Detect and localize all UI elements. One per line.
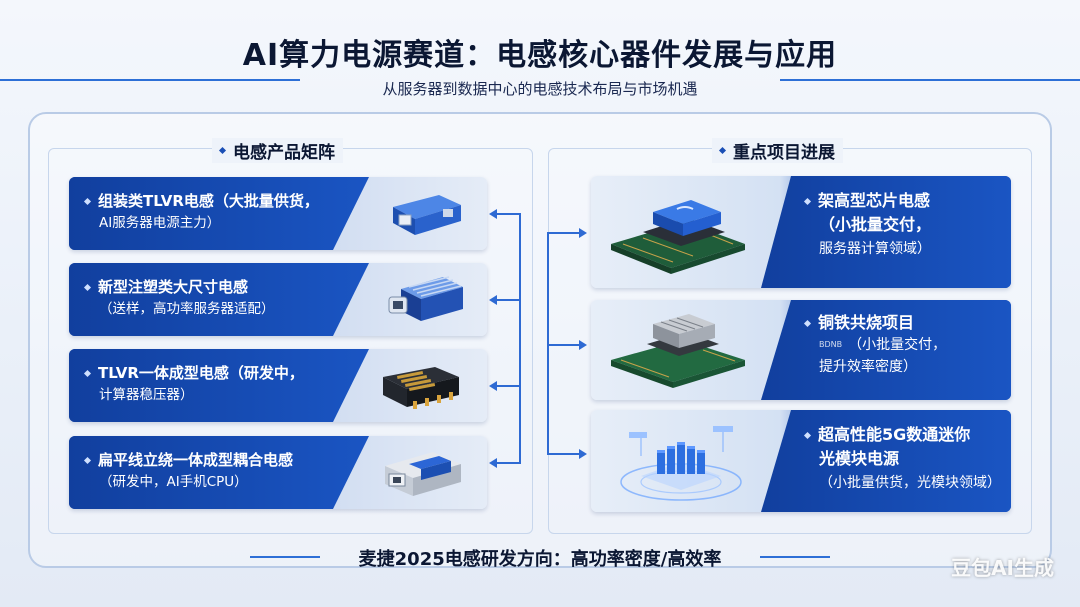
product-card-title: TLVR一体成型电感（研发中，	[98, 364, 304, 382]
product-card-2: 新型注塑类大尺寸电感 （送样，高功率服务器适配）	[69, 263, 487, 336]
connector-right-h3	[547, 453, 579, 455]
project-card-desc: 服务器计算领域）	[819, 241, 931, 257]
footer-divider-left	[250, 556, 320, 558]
project-card-title: 超高性能5G数通迷你	[818, 425, 971, 444]
molded-inductor-icon	[373, 361, 465, 411]
arrow-left-icon	[489, 209, 497, 219]
coupled-inductor-icon	[375, 444, 467, 500]
bullet-icon	[803, 197, 812, 205]
product-card-4: 扁平线立绕一体成型耦合电感 （研发中，AI手机CPU）	[69, 436, 487, 509]
connector-left-h4	[497, 462, 521, 464]
product-card-desc: （研发中，AI手机CPU）	[99, 474, 248, 490]
product-card-desc: 计算器稳压器）	[99, 387, 194, 403]
connector-left-vertical	[519, 213, 521, 463]
connector-right-h2	[547, 344, 579, 346]
project-card-title-2: 光模块电源	[819, 449, 900, 468]
product-card-title: 组装类TLVR电感（大批量供货，	[98, 192, 319, 210]
page-title: AI算力电源赛道：电感核心器件发展与应用	[242, 38, 838, 73]
diamond-icon	[218, 146, 227, 155]
arrow-left-icon	[489, 295, 497, 305]
product-card-title: 扁平线立绕一体成型耦合电感	[98, 451, 294, 469]
footer-summary: 麦捷2025电感研发方向：高功率密度/高效率	[358, 549, 722, 570]
project-card-garbled-label: BDNB	[819, 340, 843, 349]
project-card-title: 架高型芯片电感	[818, 191, 931, 210]
inductor-module-icon	[387, 187, 467, 239]
connector-right-h1	[547, 232, 579, 234]
connector-left-h2	[497, 299, 521, 301]
connector-left-h1	[497, 213, 521, 215]
left-section-title-text: 电感产品矩阵	[233, 143, 335, 163]
chip-inductor-icon	[603, 182, 753, 282]
left-section-title: 电感产品矩阵	[212, 138, 343, 163]
project-card-status: （小批量交付，	[848, 337, 947, 353]
project-card-desc: （小批量供货，光模块领域）	[819, 475, 1001, 491]
header-divider-right	[780, 79, 1080, 81]
header-divider-left	[0, 79, 300, 81]
bullet-icon	[83, 456, 92, 464]
footer-divider-right	[760, 556, 830, 558]
project-card-1: 架高型芯片电感 （小批量交付， 服务器计算领域）	[591, 176, 1011, 288]
project-card-status: （小批量交付，	[819, 215, 932, 234]
product-card-title: 新型注塑类大尺寸电感	[98, 278, 249, 296]
bullet-icon	[83, 369, 92, 377]
cofired-chip-icon	[603, 304, 753, 396]
project-card-desc: 提升效率密度）	[819, 359, 917, 375]
heatsink-inductor-icon	[387, 271, 467, 327]
page-subtitle: 从服务器到数据中心的电感技术布局与市场机遇	[382, 80, 698, 98]
bullet-icon	[803, 431, 812, 439]
bullet-icon	[83, 197, 92, 205]
watermark: 豆包AI生成	[951, 556, 1054, 580]
project-card-2: 铜铁共烧项目 BDNB （小批量交付， 提升效率密度）	[591, 300, 1011, 400]
product-card-3: TLVR一体成型电感（研发中， 计算器稳压器）	[69, 349, 487, 422]
product-card-desc: （送样，高功率服务器适配）	[99, 301, 275, 317]
project-card-title: 铜铁共烧项目	[818, 313, 915, 332]
project-card-3: 超高性能5G数通迷你 光模块电源 （小批量供货，光模块领域）	[591, 410, 1011, 512]
bullet-icon	[83, 283, 92, 291]
optical-module-icon	[611, 416, 751, 508]
arrow-right-icon	[579, 340, 587, 350]
product-card-1: 组装类TLVR电感（大批量供货， AI服务器电源主力）	[69, 177, 487, 250]
connector-right-vertical	[547, 232, 549, 454]
right-section-title: 重点项目进展	[712, 138, 843, 163]
product-card-desc: AI服务器电源主力）	[99, 215, 221, 231]
arrow-right-icon	[579, 449, 587, 459]
arrow-right-icon	[579, 228, 587, 238]
connector-left-h3	[497, 385, 521, 387]
diamond-icon	[718, 146, 727, 155]
bullet-icon	[803, 319, 812, 327]
arrow-left-icon	[489, 458, 497, 468]
right-section-title-text: 重点项目进展	[733, 143, 835, 163]
arrow-left-icon	[489, 381, 497, 391]
